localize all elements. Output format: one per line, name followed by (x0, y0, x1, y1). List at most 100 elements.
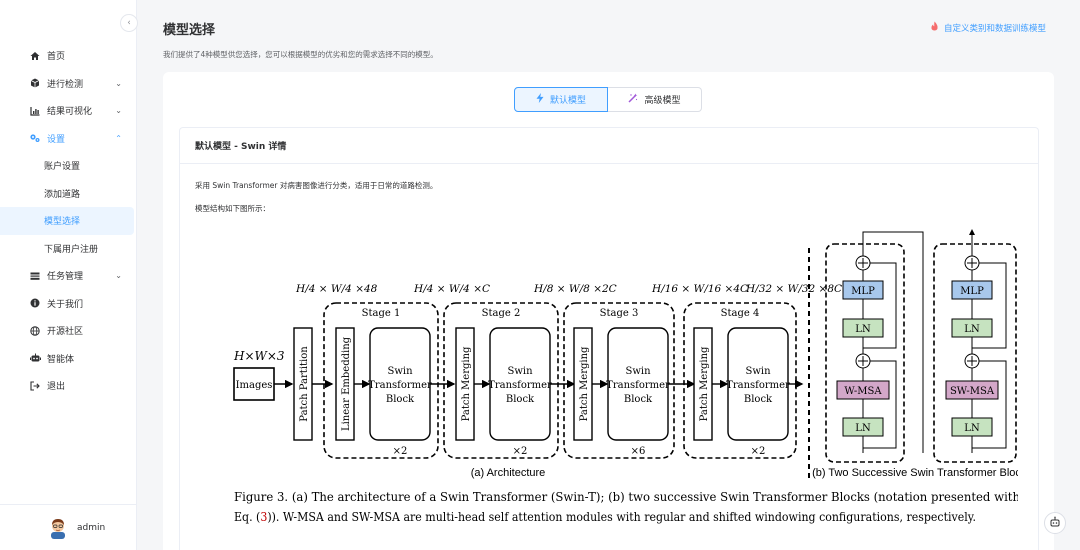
custom-train-link[interactable]: 自定义类别和数据训练模型 (930, 21, 1046, 34)
repeat-label: ×6 (631, 446, 646, 457)
detail-title: 默认模型 - Swin 详情 (180, 128, 1038, 164)
sidebar-item-label: 智能体 (47, 354, 75, 365)
ln-label: LN (855, 423, 871, 434)
tab-advanced-model[interactable]: 高级模型 (608, 87, 702, 112)
sidebar-item-logout[interactable]: 退出 (0, 372, 136, 400)
sidebar-item-settings[interactable]: 设置 ⌃ (0, 125, 136, 153)
swin-label: Swin (745, 366, 771, 377)
wmsa-box (836, 380, 890, 400)
sidebar-item-label: 任务管理 (47, 272, 84, 283)
ln-label: LN (964, 423, 980, 434)
sidebar-item-tasks[interactable]: 任务管理 ⌄ (0, 262, 136, 290)
model-detail-panel: 默认模型 - Swin 详情 采用 Swin Transformer 对病害图像… (179, 127, 1039, 550)
info-icon (29, 298, 41, 308)
swin-label: Block (506, 394, 535, 405)
logout-icon (29, 381, 41, 391)
sidebar-item-community[interactable]: 开源社区 (0, 317, 136, 345)
mlp-label: MLP (960, 286, 984, 297)
swin-label: Block (744, 394, 773, 405)
sidebar-item-visualize[interactable]: 结果可视化 ⌄ (0, 97, 136, 125)
sidebar-item-about[interactable]: 关于我们 (0, 290, 136, 318)
sidebar-subitem-label: 下属用户注册 (44, 244, 99, 255)
linear-embedding-label: Linear Embedding (341, 336, 352, 431)
caption-eq-ref[interactable]: 3 (260, 510, 267, 524)
sidebar-subitem-account-settings[interactable]: 账户设置 (0, 152, 136, 180)
chevron-left-icon: ‹ (127, 18, 131, 28)
ln-box (951, 318, 993, 338)
swmsa-box (945, 380, 999, 400)
floating-assistant-button[interactable] (1044, 512, 1066, 534)
user-profile[interactable]: admin (0, 504, 136, 550)
chevron-down-icon: ⌄ (115, 106, 122, 116)
user-name: admin (77, 522, 106, 533)
mlp-box (842, 280, 884, 300)
swin-label: Transformer (606, 380, 670, 391)
fire-icon (930, 21, 939, 34)
main-content: 模型选择 我们提供了4种模型供您选择，您可以根据模型的优劣和您的需求选择不同的模… (137, 0, 1080, 550)
sidebar-item-agent[interactable]: 智能体 (0, 345, 136, 373)
sidebar-subitem-model-select[interactable]: 模型选择 (0, 207, 134, 235)
globe-icon (29, 326, 41, 336)
sidebar-subitem-label: 添加道路 (44, 189, 81, 200)
patch-merging-label: Patch Merging (579, 346, 590, 421)
robot-icon (29, 353, 41, 363)
ln-box (842, 417, 884, 437)
sidebar-item-label: 关于我们 (47, 299, 84, 310)
chart-icon (29, 106, 41, 116)
swin-block-detail-1 (825, 243, 905, 463)
mlp-label: MLP (851, 286, 875, 297)
tab-default-model[interactable]: 默认模型 (514, 87, 608, 112)
swin-label: Block (624, 394, 653, 405)
dim-label: H/32 × W/32 ×8C (745, 283, 842, 295)
swin-label: Transformer (726, 380, 790, 391)
ln-box (842, 318, 884, 338)
caption-a: (a) Architecture (471, 467, 546, 479)
sidebar-subitem-subuser-register[interactable]: 下属用户注册 (0, 235, 136, 263)
bot-icon (1049, 516, 1061, 531)
swin-label: Transformer (368, 380, 432, 391)
sidebar-item-detect[interactable]: 进行检测 ⌄ (0, 70, 136, 98)
repeat-label: ×2 (513, 446, 528, 457)
dim-label: H/8 × W/8 ×2C (533, 283, 617, 295)
sidebar-item-label: 开源社区 (47, 327, 84, 338)
swin-label: Transformer (488, 380, 552, 391)
caption-b: (b) Two Successive Swin Transformer Bloc… (812, 467, 1018, 479)
stage1-label: Stage 1 (362, 308, 401, 319)
patch-merging-label: Patch Merging (699, 346, 710, 421)
input-dims: H×W×3 (233, 349, 285, 363)
custom-train-link-label: 自定义类别和数据训练模型 (943, 23, 1046, 34)
gears-icon (29, 133, 41, 143)
sidebar-menu: 首页 进行检测 ⌄ 结果可视化 ⌄ 设置 ⌃ 账户设置 添加道路 模型选择 下属… (0, 42, 136, 400)
collapse-sidebar-button[interactable]: ‹ (120, 14, 138, 32)
model-tabs: 默认模型 高级模型 (514, 87, 702, 112)
tasks-icon (29, 271, 41, 281)
images-label: Images (236, 380, 273, 391)
stage3-label: Stage 3 (600, 308, 639, 319)
sidebar-subitem-label: 账户设置 (44, 162, 81, 173)
caption-text: Eq. ( (234, 510, 260, 524)
dim-label: H/4 × W/4 ×48 (295, 283, 378, 295)
swin-block-detail-2 (933, 243, 1017, 463)
sidebar-item-label: 首页 (47, 52, 66, 63)
caption-text: )). W-MSA and SW-MSA are multi-head self… (267, 510, 976, 524)
page-description: 我们提供了4种模型供您选择，您可以根据模型的优劣和您的需求选择不同的模型。 (163, 50, 438, 59)
swin-label: Swin (387, 366, 413, 377)
cube-icon (29, 78, 41, 88)
chevron-down-icon: ⌄ (115, 78, 122, 88)
repeat-label: ×2 (751, 446, 766, 457)
swin-architecture-figure: H/4 × W/4 ×48 H/4 × W/4 ×C H/8 × W/8 ×2C… (233, 229, 1018, 524)
bolt-icon (536, 93, 544, 106)
model-card: 默认模型 高级模型 默认模型 - Swin 详情 采用 Swin Transfo… (163, 72, 1054, 550)
images-box (233, 367, 275, 401)
chevron-up-icon: ⌃ (115, 133, 122, 143)
sidebar-item-label: 设置 (47, 134, 66, 145)
sidebar-subitem-add-road[interactable]: 添加道路 (0, 180, 136, 208)
tab-label: 默认模型 (549, 96, 586, 106)
dim-label: H/16 × W/16 ×4C (651, 283, 748, 295)
sidebar-item-home[interactable]: 首页 (0, 42, 136, 70)
sidebar-item-label: 退出 (47, 382, 66, 393)
repeat-label: ×2 (393, 446, 408, 457)
sidebar-subitem-label: 模型选择 (44, 217, 81, 228)
swin-label: Block (386, 394, 415, 405)
sidebar: ‹ 首页 进行检测 ⌄ 结果可视化 ⌄ 设置 ⌃ (0, 0, 138, 550)
